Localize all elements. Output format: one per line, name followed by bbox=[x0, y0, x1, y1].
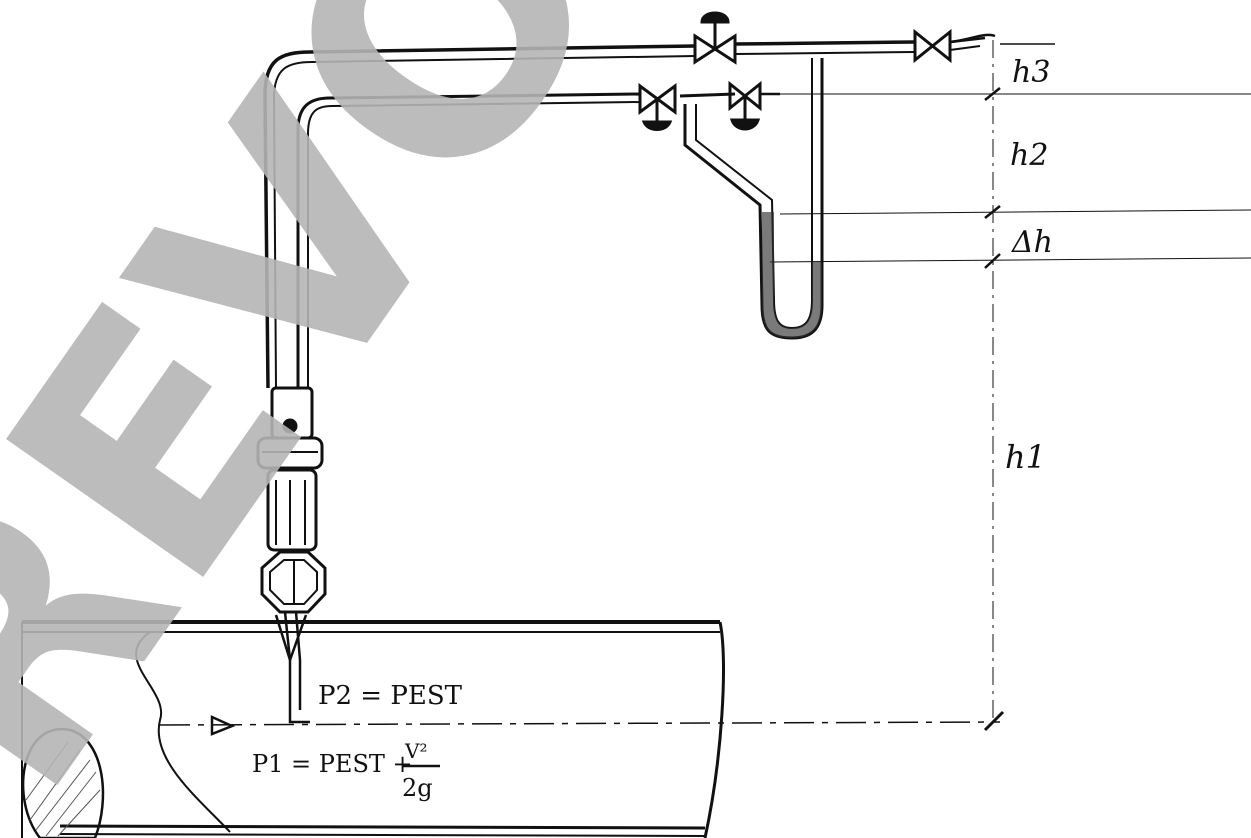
flow-arrow bbox=[210, 715, 236, 736]
pitot-fitting bbox=[256, 386, 327, 614]
watermark: REVOC bbox=[0, 0, 822, 838]
valve-lower-left bbox=[638, 83, 677, 131]
valve-top-right bbox=[913, 28, 996, 64]
equation-p2: P2 = PEST bbox=[318, 681, 463, 711]
main-pipe bbox=[21, 620, 725, 838]
valve-lower-right bbox=[728, 80, 762, 131]
pipe-section-hatch bbox=[21, 727, 105, 838]
inner-impulse-line bbox=[296, 92, 780, 388]
reference-lines bbox=[159, 40, 1251, 732]
equation-p1-lhs: P1 = PEST + bbox=[252, 750, 413, 778]
label-h1: h1 bbox=[1005, 438, 1046, 476]
label-h2: h2 bbox=[1010, 138, 1048, 173]
label-delta-h: Δh bbox=[1011, 225, 1053, 260]
u-tube-manometer bbox=[683, 58, 824, 340]
valve-top-main bbox=[693, 11, 737, 65]
outer-impulse-line bbox=[263, 36, 986, 389]
equation-p1-numerator: V² bbox=[404, 739, 427, 763]
equation-p1-denominator: 2g bbox=[402, 774, 433, 802]
pitot-probe bbox=[274, 611, 310, 724]
label-h3: h3 bbox=[1012, 55, 1050, 90]
